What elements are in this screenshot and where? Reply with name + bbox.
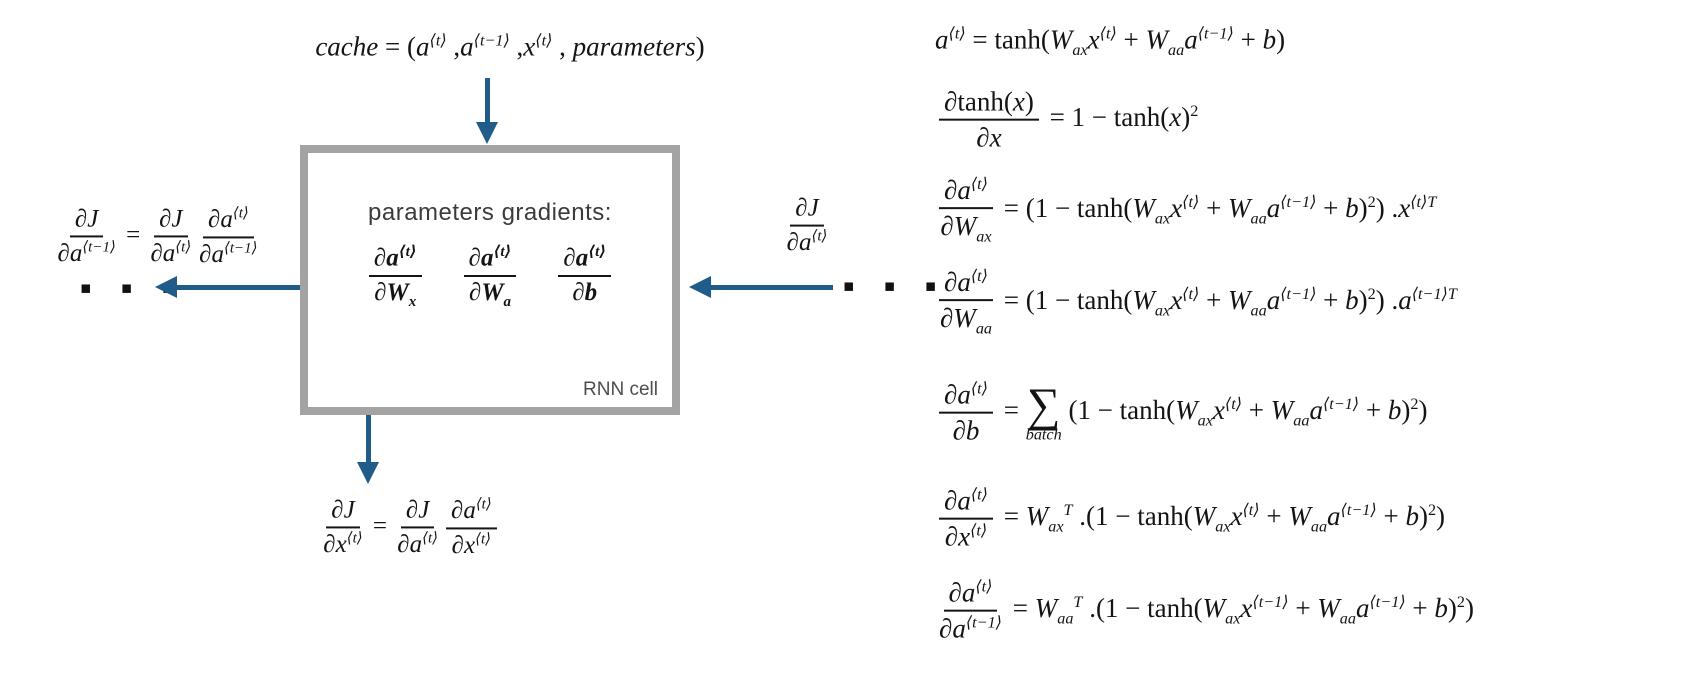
gradients-row: ∂a⟨t⟩∂Wx ∂a⟨t⟩∂Wa ∂a⟨t⟩∂b [308, 244, 672, 310]
arrow-line [366, 415, 371, 463]
equation-2: ∂tanh(x)∂x = 1 − tanh(x)2 [935, 87, 1198, 153]
arrow-head-down-icon [476, 122, 498, 144]
cache-formula: cache = (a⟨t⟩ ,a⟨t−1⟩ ,x⟨t⟩ , parameters… [315, 31, 705, 62]
ellipsis-left: ▪ ▪ ▪ [80, 278, 186, 298]
da-prev-gradient-formula: ∂J∂a⟨t−1⟩ = ∂J∂a⟨t⟩∂a⟨t⟩∂a⟨t−1⟩ [57, 205, 258, 268]
equation-1: a⟨t⟩ = tanh(Waxx⟨t⟩ + Waaa⟨t−1⟩ + b) [935, 24, 1286, 59]
equation-5: ∂a⟨t⟩∂b = ∑batch (1 − tanh(Waxx⟨t⟩ + Waa… [935, 380, 1427, 446]
arrow-line [176, 285, 300, 290]
equation-6: ∂a⟨t⟩∂x⟨t⟩ = WaxT .(1 − tanh(Waxx⟨t⟩ + W… [935, 486, 1445, 552]
rnn-cell-label: RNN cell [583, 379, 658, 400]
rnn-cell-box: parameters gradients: ∂a⟨t⟩∂Wx ∂a⟨t⟩∂Wa … [300, 145, 680, 415]
gradient-dWx: ∂a⟨t⟩∂Wx [365, 244, 426, 310]
gradient-db: ∂a⟨t⟩∂b [554, 244, 615, 310]
dx-gradient-formula: ∂J∂x⟨t⟩ = ∂J∂a⟨t⟩∂a⟨t⟩∂x⟨t⟩ [265, 497, 555, 558]
arrow-head-left-icon [155, 276, 177, 298]
da-gradient-label: ∂J∂a⟨t⟩ [786, 194, 828, 257]
gradient-dWa: ∂a⟨t⟩∂Wa [460, 244, 521, 310]
arrow-head-down-icon [357, 462, 379, 484]
equation-4: ∂a⟨t⟩∂Waa = (1 − tanh(Waxx⟨t⟩ + Waaa⟨t−1… [939, 267, 1457, 338]
equation-7: ∂a⟨t⟩∂a⟨t−1⟩ = WaaT .(1 − tanh(Waxx⟨t−1⟩… [939, 577, 1474, 644]
arrow-line [485, 78, 490, 124]
equation-3: ∂a⟨t⟩∂Wax = (1 − tanh(Waxx⟨t⟩ + Waaa⟨t−1… [939, 175, 1437, 246]
arrow-head-left-icon [689, 276, 711, 298]
parameters-gradients-title: parameters gradients: [368, 199, 612, 226]
arrow-line [710, 285, 833, 290]
ellipsis-right: ▪ ▪ ▪ [843, 276, 949, 296]
